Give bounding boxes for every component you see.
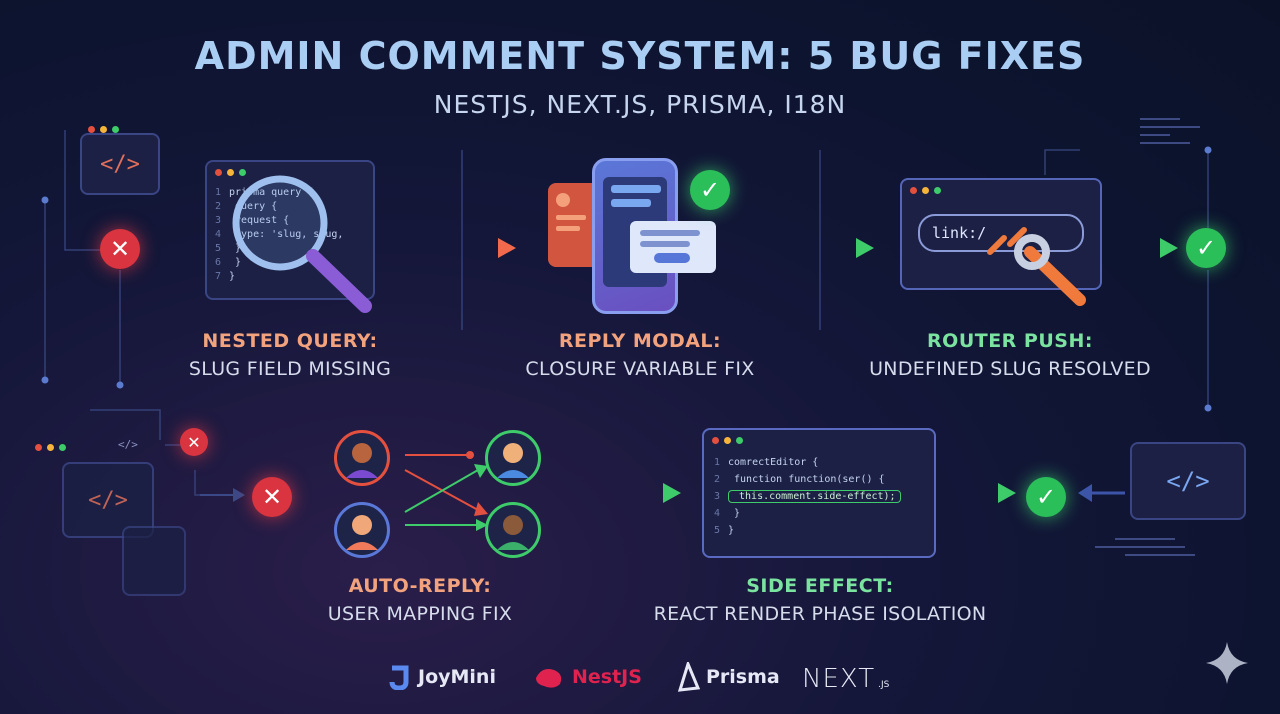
logo-prisma: Prisma — [674, 662, 780, 692]
fix-caption-reply-modal: REPLY MODAL: CLOSURE VARIABLE FIX — [525, 330, 755, 380]
code-tag-label: </> — [118, 438, 138, 451]
decorative-code-lines — [1095, 538, 1245, 556]
logo-nextjs: NEXT .JS — [802, 664, 890, 694]
router-window: link:/ — [900, 178, 1102, 290]
fix-caption-side-effect: SIDE EFFECT: REACT RENDER PHASE ISOLATIO… — [653, 575, 987, 625]
wrench-link-icon — [987, 227, 1086, 306]
fix-caption-router-push: ROUTER PUSH: UNDEFINED SLUG RESOLVED — [869, 330, 1151, 380]
code-lines-panel — [122, 526, 186, 596]
code-tag-icon: </> — [100, 151, 140, 177]
reply-modal-icon — [630, 221, 716, 273]
error-icon: ✕ — [100, 229, 140, 269]
user-avatar-icon — [334, 502, 390, 558]
check-icon: ✓ — [690, 170, 730, 210]
code-tag-panel: </> — [80, 133, 160, 195]
decorative-code-lines — [1140, 118, 1210, 144]
prisma-logo-icon — [677, 662, 700, 692]
nestjs-logo-icon — [536, 669, 562, 688]
fix-caption-auto-reply: AUTO-REPLY: USER MAPPING FIX — [327, 575, 513, 625]
error-icon: ✕ — [180, 428, 208, 456]
code-tag-panel: </> — [62, 462, 154, 538]
page-title: ADMIN COMMENT SYSTEM: 5 BUG FIXES — [194, 34, 1086, 78]
url-bar: link:/ — [918, 214, 1084, 252]
error-icon: ✕ — [252, 477, 292, 517]
check-icon: ✓ — [1186, 228, 1226, 268]
check-icon: ✓ — [1026, 477, 1066, 517]
fix-caption-nested-query: NESTED QUERY: SLUG FIELD MISSING — [188, 330, 392, 380]
page-subtitle: NESTJS, NEXT.JS, PRISMA, I18N — [433, 90, 847, 119]
user-avatar-icon — [485, 502, 541, 558]
sparkle-icon — [1206, 642, 1248, 684]
code-tag-panel: </> — [1130, 442, 1246, 520]
logo-nestjs: NestJS — [532, 664, 642, 690]
user-avatar-icon — [334, 430, 390, 486]
window-dots — [35, 436, 67, 455]
magnifier-icon — [232, 175, 372, 313]
joymini-logo-icon — [389, 665, 409, 690]
logo-joymini: JoyMini — [386, 664, 496, 690]
user-avatar-icon — [485, 430, 541, 486]
window-dots — [88, 118, 120, 137]
